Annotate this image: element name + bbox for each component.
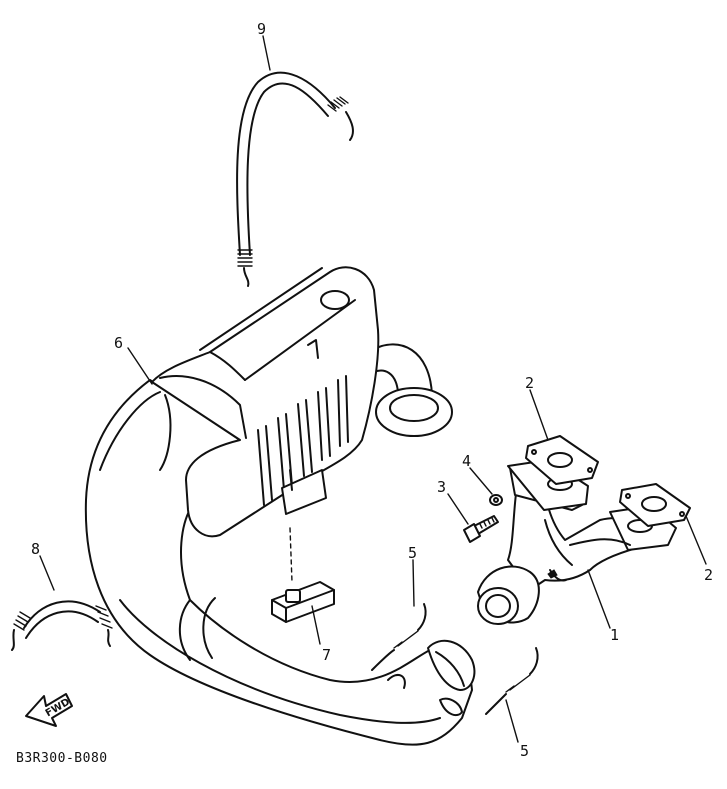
callout-7: 7 xyxy=(322,646,331,664)
cooling-fins xyxy=(257,339,349,506)
part-2-gasket-lower xyxy=(619,483,691,527)
callout-9: 9 xyxy=(257,20,266,38)
spring-icon xyxy=(11,611,31,651)
callout-labels: 9 6 2 4 3 2 5 1 7 8 5 xyxy=(31,20,713,760)
spring-icon xyxy=(327,96,354,141)
callout-5: 5 xyxy=(408,544,417,562)
callout-8: 8 xyxy=(31,540,40,558)
part-3-bolt xyxy=(463,515,499,543)
leader-lines xyxy=(39,35,707,743)
part-5-spring-middle xyxy=(371,603,427,671)
part-9-hose-upper xyxy=(236,71,354,287)
part-1-exhaust-pipe xyxy=(477,459,677,625)
part-6-muffler xyxy=(84,266,476,746)
spring-icon xyxy=(95,605,113,647)
callout-1: 1 xyxy=(610,626,619,644)
part-2-gasket-upper xyxy=(525,435,599,485)
callout-6: 6 xyxy=(114,334,123,352)
part-5-spring-lower xyxy=(485,647,539,715)
part-4-nut xyxy=(489,494,503,506)
callout-3: 3 xyxy=(437,478,446,496)
callout-2-lower: 2 xyxy=(704,566,713,584)
spring-icon xyxy=(237,249,253,287)
diagram-code: B3R300-B080 xyxy=(16,751,108,766)
part-8-hose-lower xyxy=(11,600,113,651)
callout-5-lower: 5 xyxy=(520,742,529,760)
part-7-damper xyxy=(271,581,335,623)
fwd-arrow-icon: FWD xyxy=(25,693,73,727)
callout-2: 2 xyxy=(525,374,534,392)
callout-4: 4 xyxy=(462,452,471,470)
